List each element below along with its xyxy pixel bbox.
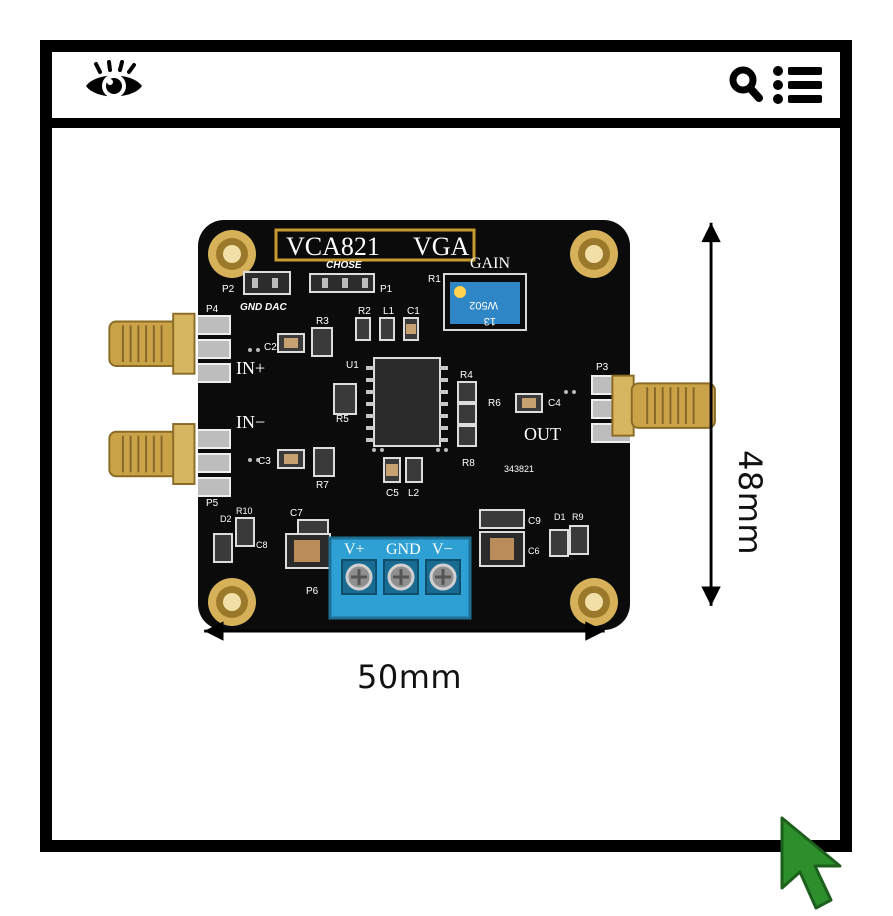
mount-hole-bl (208, 578, 256, 626)
r10-label: R10 (236, 506, 253, 516)
p3-label: P3 (596, 362, 609, 373)
header-p2 (243, 271, 291, 295)
u1-label: U1 (346, 360, 359, 371)
r6 (457, 403, 477, 425)
in-plus-label: IN+ (236, 358, 265, 378)
width-label: 50mm (357, 658, 463, 696)
r4-label: R4 (460, 370, 473, 381)
pcb-illustration: VCA821 VGA GAIN W502 13 R1 P2 GND DAC CH… (198, 228, 630, 626)
r2 (355, 317, 371, 341)
r8-label: R8 (462, 458, 475, 469)
chose-label: CHOSE (326, 260, 362, 271)
c7-label: C7 (290, 508, 303, 519)
height-label: 48mm (731, 450, 769, 556)
r4 (457, 381, 477, 403)
in-minus-label: IN− (236, 412, 265, 432)
r2-label: R2 (358, 306, 371, 317)
c5-label: C5 (386, 488, 399, 499)
p5-label: P5 (206, 498, 219, 509)
c2-label: C2 (264, 342, 277, 353)
gnd-label: GND (386, 541, 421, 558)
l1-label: L1 (383, 306, 395, 317)
v-plus-label: V+ (344, 541, 365, 558)
eye-icon[interactable] (82, 60, 146, 110)
title-box (274, 228, 476, 262)
board-title-left: VCA821 (286, 232, 380, 261)
pot-screw (454, 286, 466, 298)
pot-label: W502 (469, 299, 498, 311)
p6-label: P6 (306, 586, 319, 597)
product-view: VCA821 VGA GAIN W502 13 R1 P2 GND DAC CH… (52, 128, 840, 840)
out-label: OUT (524, 424, 561, 444)
l1 (379, 317, 395, 341)
r8 (457, 425, 477, 447)
height-dimension-arrow (701, 222, 721, 606)
search-icon[interactable] (726, 64, 766, 104)
r3-label: R3 (316, 316, 329, 327)
browser-window: VCA821 VGA GAIN W502 13 R1 P2 GND DAC CH… (40, 40, 852, 852)
p4-label: P4 (206, 304, 219, 315)
c4-label: C4 (548, 398, 561, 409)
p2-label: P2 (222, 284, 235, 295)
c3-label: C3 (258, 456, 271, 467)
c6-label: C6 (528, 546, 540, 556)
r9 (569, 525, 589, 555)
r7-label: R7 (316, 480, 329, 491)
r1-label: R1 (428, 274, 441, 285)
r5-label: R5 (336, 414, 349, 425)
gnd-dac-label: GND DAC (240, 302, 287, 313)
r3 (311, 327, 333, 357)
mount-hole-br (570, 578, 618, 626)
l2 (405, 457, 423, 483)
c1-label: C1 (407, 306, 420, 317)
sma-left-top (108, 312, 196, 375)
pot-sub-label: 13 (484, 315, 496, 327)
d1 (549, 529, 569, 557)
top-bar (52, 52, 840, 128)
d1-label: D1 (554, 512, 566, 522)
menu-icon[interactable] (770, 62, 826, 108)
d2-label: D2 (220, 514, 232, 524)
d2 (213, 533, 233, 563)
r5 (333, 383, 357, 415)
r9-label: R9 (572, 512, 584, 522)
sma-left-bottom (108, 423, 196, 485)
gain-label: GAIN (470, 255, 510, 272)
board-title-right: VGA (413, 232, 470, 261)
mount-hole-tl (208, 230, 256, 278)
l2-label: L2 (408, 488, 420, 499)
p1-label: P1 (380, 284, 393, 295)
u1-pins (366, 366, 448, 442)
vca821-board: VCA821 VGA GAIN W502 13 R1 P2 GND DAC CH… (198, 220, 630, 630)
r6-label: R6 (488, 398, 501, 409)
code-label: 343821 (504, 464, 534, 474)
c8-label: C8 (256, 540, 268, 550)
cursor-icon (780, 816, 842, 910)
r7 (313, 447, 335, 477)
r10 (235, 517, 255, 547)
pot-frame (443, 273, 527, 331)
c9-label: C9 (528, 516, 541, 527)
mount-hole-tr (570, 230, 618, 278)
v-minus-label: V− (432, 541, 453, 558)
u1-chip (373, 357, 441, 447)
